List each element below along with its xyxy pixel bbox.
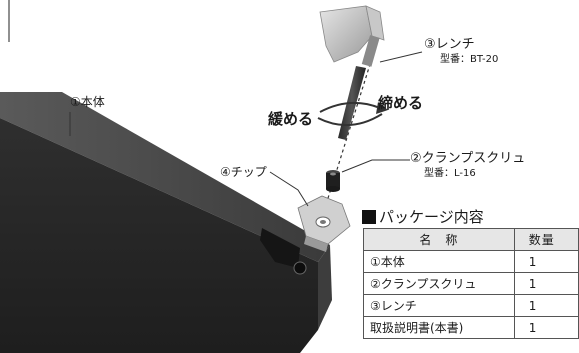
row-name: ①本体 xyxy=(363,250,515,273)
wrench-neck xyxy=(361,35,380,67)
clamp-screw-model-label: 型番：L-16 xyxy=(424,168,476,179)
tip-label: ④チップ xyxy=(220,165,267,179)
wrench-handle-side xyxy=(365,5,385,41)
wrench-handle xyxy=(319,5,373,63)
clamp-screw-part xyxy=(326,170,340,192)
header-name: 名 称 xyxy=(363,228,515,251)
tool-body-end-face xyxy=(318,245,332,330)
rotation-arrow xyxy=(317,101,388,127)
table-row: 取扱説明書(本書) 1 xyxy=(363,316,579,339)
package-contents-table: 名 称 数量 ①本体 1 ②クランプスクリュ 1 ③レンチ 1 取扱説明書(本書… xyxy=(363,228,579,339)
row-name: 取扱説明書(本書) xyxy=(363,316,515,339)
body-label: ①本体 xyxy=(70,95,105,109)
row-qty: 1 xyxy=(513,250,579,273)
row-name: ②クランプスクリュ xyxy=(363,272,515,295)
wrench-part xyxy=(319,5,385,140)
tool-body xyxy=(0,92,332,353)
wrench-model-label: 型番：BT-20 xyxy=(440,54,499,65)
package-contents-title-text: パッケージ内容 xyxy=(379,208,484,226)
row-qty: 1 xyxy=(513,272,579,295)
tip-part xyxy=(297,195,351,252)
loosen-label: 緩める xyxy=(268,110,314,128)
square-bullet-icon xyxy=(362,209,376,224)
tool-pocket-hole xyxy=(293,261,307,275)
table-row: ③レンチ 1 xyxy=(363,294,579,317)
row-name: ③レンチ xyxy=(363,294,515,317)
package-contents-title: パッケージ内容 xyxy=(362,206,484,227)
row-qty: 1 xyxy=(513,316,579,339)
leader-lines xyxy=(69,51,423,207)
header-qty: 数量 xyxy=(513,228,579,251)
tool-pocket xyxy=(260,228,300,268)
table-row: ②クランプスクリュ 1 xyxy=(363,272,579,295)
clamp-screw-label: ②クランプスクリュ xyxy=(410,151,526,166)
row-qty: 1 xyxy=(513,294,579,317)
wrench-label: ③レンチ xyxy=(424,37,475,52)
table-header-row: 名 称 数量 xyxy=(363,228,579,251)
tool-body-front-face xyxy=(0,118,318,353)
tighten-label: 締める xyxy=(378,94,424,112)
tool-body-top-face xyxy=(0,92,330,262)
table-row: ①本体 1 xyxy=(363,250,579,273)
